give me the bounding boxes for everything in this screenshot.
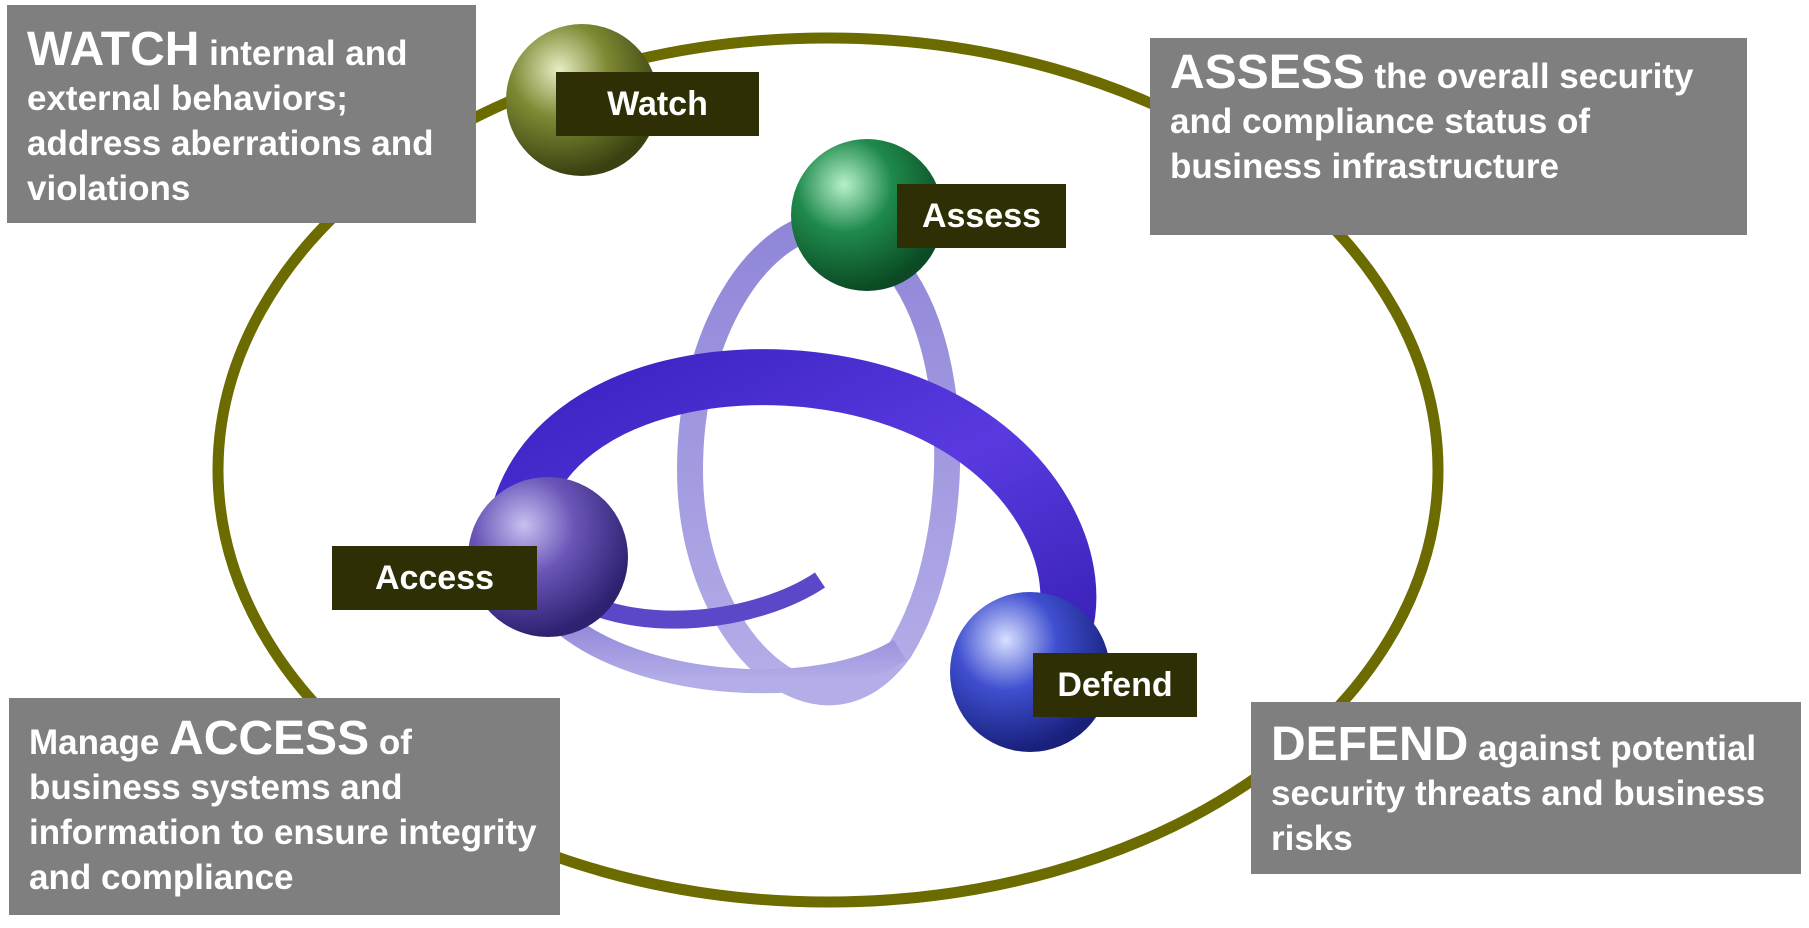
access-callout-prefix: Manage [29,723,170,762]
defend-callout: DEFEND against potential security threat… [1251,702,1801,874]
assess-callout-keyword: ASSESS [1170,46,1365,99]
watch-callout-keyword: WATCH [27,23,200,76]
outer-cycle-ring [212,32,1444,908]
ribbon-light-arc [552,610,907,694]
access-tag: Access [332,546,537,610]
assess-tag: Assess [897,184,1066,248]
access-callout-text: of business systems and information to e… [29,723,537,897]
assess-callout: ASSESS the overall security and complian… [1150,38,1747,235]
watch-tag: Watch [556,72,759,136]
defend-tag: Defend [1033,653,1197,717]
access-callout: Manage ACCESS of business systems and in… [9,698,560,915]
ribbon-dark-loop [492,349,1097,668]
access-callout-keyword: ACCESS [169,712,370,765]
watch-callout-text: internal and external behaviors; address… [27,34,434,208]
defend-callout-text: against potential security threats and b… [1271,729,1766,858]
defend-callout-keyword: DEFEND [1271,718,1469,771]
assess-sphere [791,139,943,291]
assess-callout-text: the overall security and compliance stat… [1170,57,1694,186]
watch-callout: WATCH internal and external behaviors; a… [7,5,476,223]
